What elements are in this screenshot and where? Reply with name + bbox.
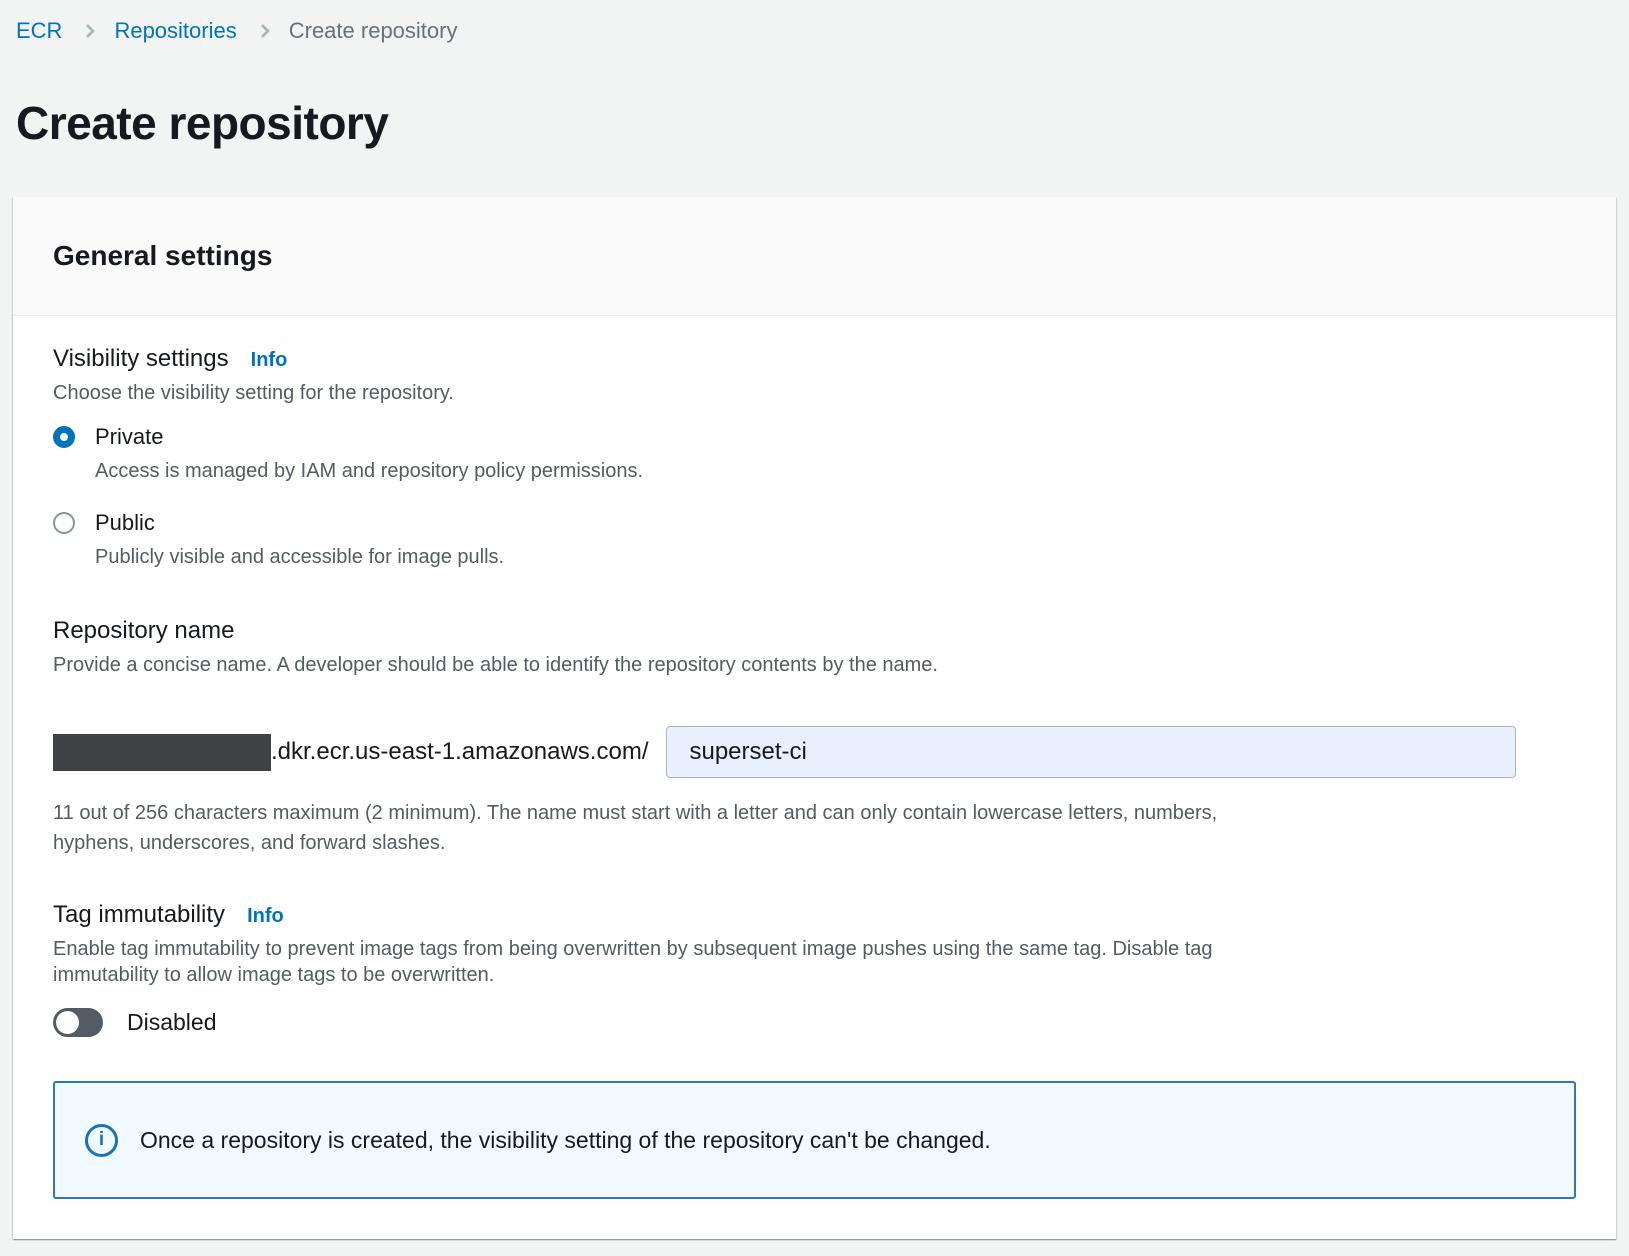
visibility-info-link[interactable]: Info (251, 349, 288, 372)
public-radio-label: Public (95, 510, 504, 536)
account-id-redacted (53, 734, 271, 771)
tag-immutability-toggle[interactable] (53, 1008, 103, 1037)
repository-name-input[interactable] (666, 726, 1516, 778)
breadcrumb: ECR Repositories Create repository (0, 0, 1629, 44)
breadcrumb-link-ecr[interactable]: ECR (16, 18, 62, 44)
breadcrumb-current: Create repository (289, 18, 458, 44)
tag-immutability-description: Enable tag immutability to prevent image… (53, 936, 1283, 988)
info-circle-icon: i (85, 1124, 118, 1157)
breadcrumb-link-repositories[interactable]: Repositories (114, 18, 236, 44)
visibility-description: Choose the visibility setting for the re… (53, 380, 1576, 406)
public-radio-description: Publicly visible and accessible for imag… (95, 544, 504, 570)
private-radio-description: Access is managed by IAM and repository … (95, 458, 643, 484)
alert-text: Once a repository is created, the visibi… (140, 1127, 991, 1154)
toggle-state-label: Disabled (127, 1009, 217, 1036)
card-title: General settings (53, 239, 1576, 273)
registry-url-prefix: .dkr.ecr.us-east-1.amazonaws.com/ (271, 738, 648, 766)
info-alert: i Once a repository is created, the visi… (53, 1081, 1576, 1199)
breadcrumb-chevron-icon (256, 24, 270, 38)
visibility-settings-label: Visibility settings (53, 344, 229, 374)
radio-option-public[interactable]: Public Publicly visible and accessible f… (53, 510, 1576, 570)
public-radio-input[interactable] (53, 512, 75, 534)
private-radio-input[interactable] (53, 426, 75, 448)
toggle-knob-icon (56, 1011, 79, 1034)
name-constraint-text: 11 out of 256 characters maximum (2 mini… (53, 798, 1283, 858)
tag-immutability-info-link[interactable]: Info (247, 905, 284, 928)
card-body: Visibility settings Info Choose the visi… (13, 316, 1616, 1239)
repository-name-label: Repository name (53, 616, 1576, 646)
card-header: General settings (13, 197, 1616, 316)
breadcrumb-chevron-icon (81, 24, 95, 38)
radio-option-private[interactable]: Private Access is managed by IAM and rep… (53, 424, 1576, 484)
private-radio-label: Private (95, 424, 643, 450)
tag-immutability-label: Tag immutability (53, 900, 225, 930)
page-title: Create repository (16, 96, 1629, 150)
repository-name-description: Provide a concise name. A developer shou… (53, 652, 1576, 678)
general-settings-card: General settings Visibility settings Inf… (13, 197, 1616, 1239)
